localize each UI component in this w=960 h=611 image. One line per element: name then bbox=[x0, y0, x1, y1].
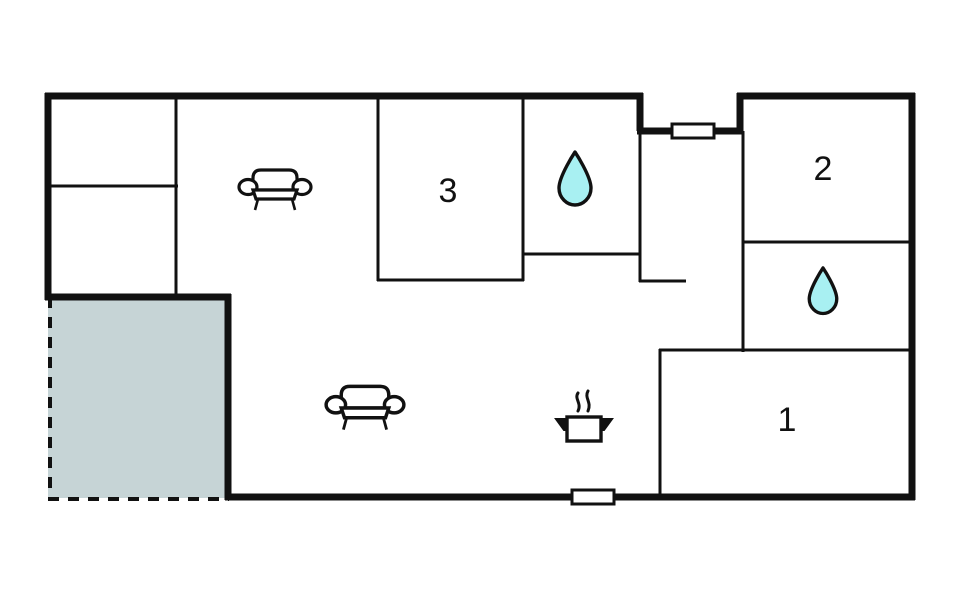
door-bottom[interactable] bbox=[570, 488, 616, 506]
terrace-fill bbox=[48, 297, 228, 498]
pot-handle-right bbox=[600, 418, 614, 431]
room-label-2: 2 bbox=[814, 150, 833, 188]
sofa-leg-left bbox=[342, 417, 348, 430]
sofa-backrest bbox=[251, 168, 299, 192]
pot-handle-left bbox=[554, 418, 568, 431]
sofa-seat bbox=[338, 406, 392, 420]
sofa-backrest bbox=[339, 384, 391, 410]
steam-right bbox=[585, 389, 591, 413]
steam-left bbox=[575, 391, 581, 413]
doors-group bbox=[570, 122, 716, 506]
sofa-icon bbox=[324, 384, 406, 430]
sofa-leg-right bbox=[382, 417, 388, 430]
pot-body bbox=[565, 415, 603, 443]
water-drop-icon bbox=[557, 150, 593, 207]
terrace-area bbox=[48, 297, 229, 501]
interior-walls bbox=[48, 96, 913, 498]
water-drop-shape bbox=[807, 266, 839, 316]
cooking-pot-icon bbox=[554, 389, 614, 443]
exterior-walls bbox=[44, 92, 916, 501]
sofa-leg-right bbox=[290, 198, 297, 211]
sofa-icon bbox=[237, 168, 313, 211]
room-label-3: 3 bbox=[439, 172, 458, 210]
water-drop-shape bbox=[557, 150, 593, 207]
sofa-seat bbox=[250, 188, 300, 201]
room-label-1: 1 bbox=[778, 401, 797, 439]
door-entrance-top[interactable] bbox=[670, 122, 716, 140]
water-drop-icon bbox=[807, 266, 839, 316]
sofa-leg-left bbox=[253, 198, 260, 211]
